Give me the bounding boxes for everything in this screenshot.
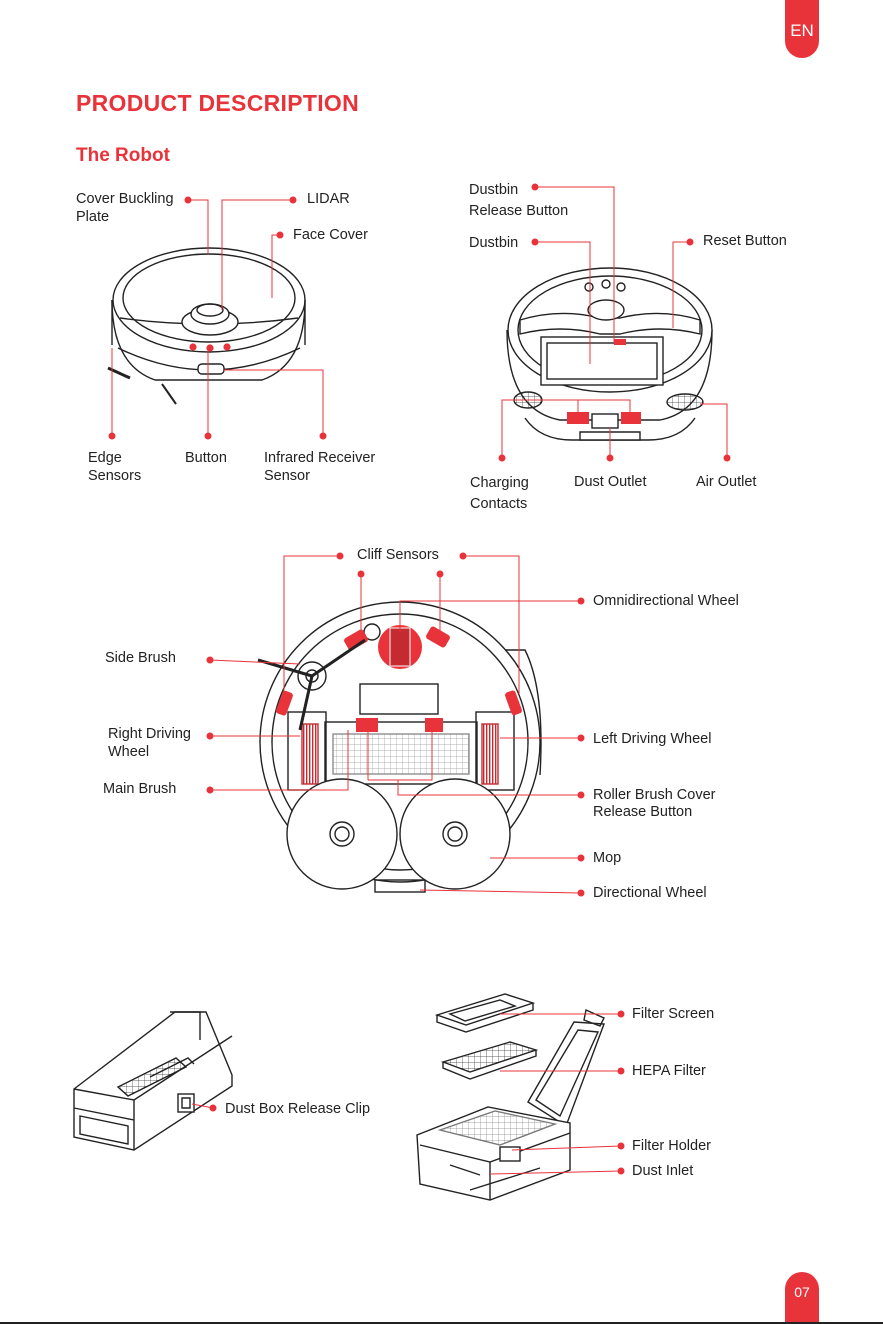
robot-rear-view <box>507 268 712 440</box>
page-number-badge: 07 <box>785 1272 819 1324</box>
label-filter-holder: Filter Holder <box>632 1137 711 1155</box>
label-lidar: LIDAR <box>307 190 350 208</box>
dust-box-exploded <box>417 994 604 1200</box>
robot-bottom-view <box>258 602 541 892</box>
label-dustbin-release-button: Dustbin Release Button <box>469 180 568 222</box>
label-edge-sensors: Edge Sensors <box>88 449 141 485</box>
label-dust-outlet: Dust Outlet <box>574 473 647 491</box>
label-side-brush: Side Brush <box>105 649 176 667</box>
label-cover-buckling-plate: Cover Buckling Plate <box>76 190 174 226</box>
label-air-outlet: Air Outlet <box>696 473 756 491</box>
label-filter-screen: Filter Screen <box>632 1005 714 1023</box>
label-dust-inlet: Dust Inlet <box>632 1162 693 1180</box>
label-right-driving-wheel: Right Driving Wheel <box>108 725 191 761</box>
label-cliff-sensors: Cliff Sensors <box>357 546 439 564</box>
label-face-cover: Face Cover <box>293 226 368 244</box>
label-dustbin: Dustbin <box>469 234 518 252</box>
label-charging-contacts: Charging Contacts <box>470 473 529 515</box>
dust-box-illustration <box>74 1012 232 1150</box>
label-button: Button <box>185 449 227 467</box>
label-left-driving-wheel: Left Driving Wheel <box>593 730 711 748</box>
label-infrared-receiver-sensor: Infrared Receiver Sensor <box>264 449 375 485</box>
label-directional-wheel: Directional Wheel <box>593 884 707 902</box>
label-omnidirectional-wheel: Omnidirectional Wheel <box>593 592 739 610</box>
robot-top-view <box>108 248 305 404</box>
label-roller-brush-cover-release-button: Roller Brush Cover Release Button <box>593 787 716 820</box>
label-dust-box-release-clip: Dust Box Release Clip <box>225 1100 370 1118</box>
label-main-brush: Main Brush <box>103 780 176 798</box>
label-hepa-filter: HEPA Filter <box>632 1062 706 1080</box>
label-reset-button: Reset Button <box>703 232 787 250</box>
label-mop: Mop <box>593 849 621 867</box>
